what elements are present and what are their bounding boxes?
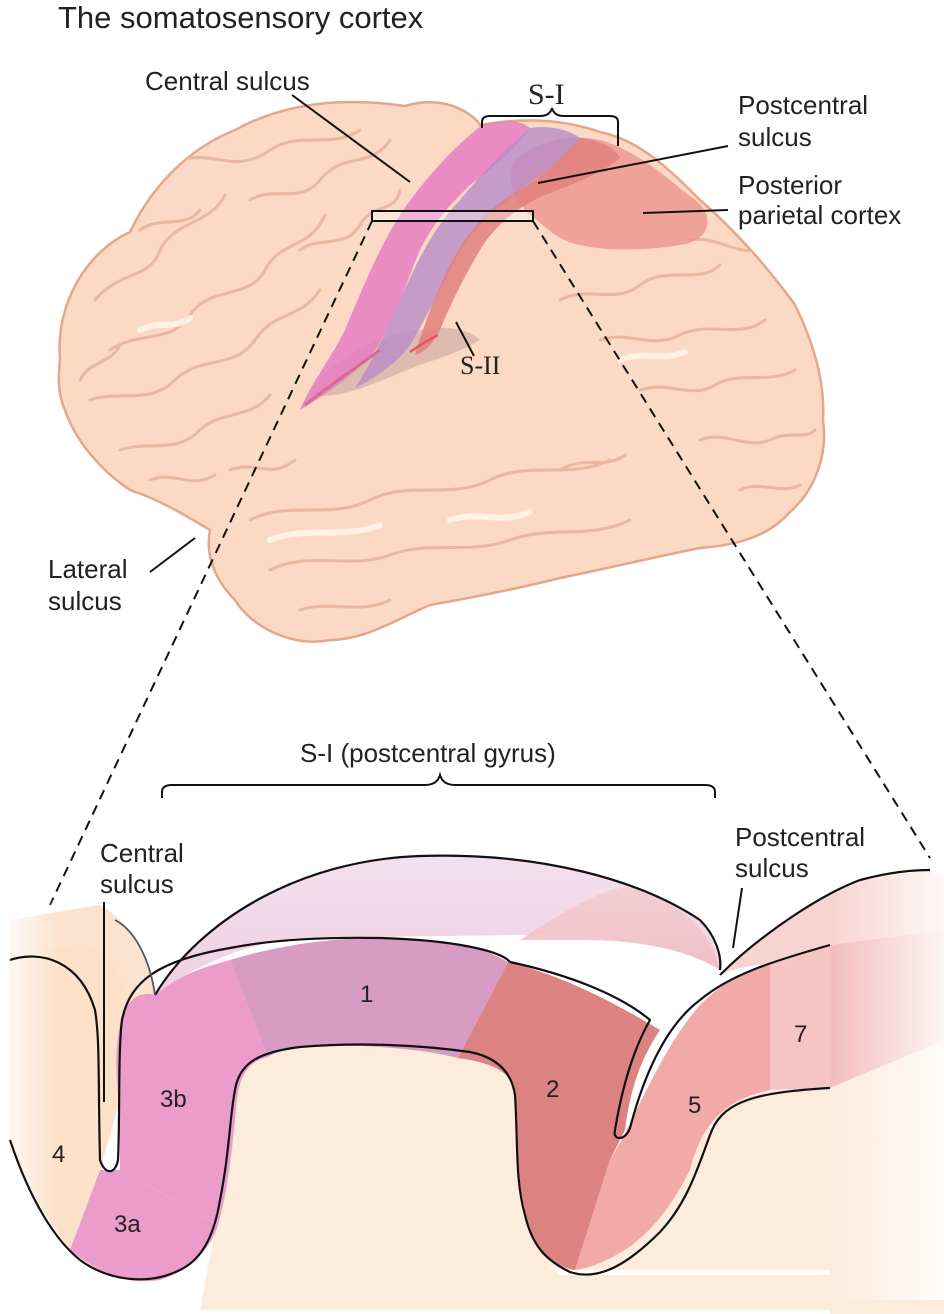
area-5-region [575, 965, 770, 1270]
posterior-parietal-label-1: Posterior [738, 170, 842, 200]
area-7-label: 7 [794, 1021, 807, 1048]
area-3a-region [70, 1170, 218, 1282]
zoom-box [371, 210, 534, 222]
s1-middle-strip [355, 127, 580, 389]
cortex-cross-section [0, 854, 944, 1314]
s2-label: S-II [460, 351, 500, 380]
s1-label: S-I [528, 78, 565, 111]
s1-posterior-strip [415, 138, 620, 355]
s2-leader [455, 321, 475, 357]
section-postcentral-sulcus-label-1: Postcentral [735, 822, 865, 852]
lateral-sulcus-label-1: Lateral [48, 554, 128, 584]
section-central-sulcus-label-1: Central [100, 838, 184, 868]
postcentral-sulcus-label-1: Postcentral [738, 90, 868, 120]
posterior-parietal-leader [642, 209, 729, 214]
section-postcentral-sulcus-leader [732, 887, 743, 949]
area-1-label: 1 [360, 981, 373, 1008]
s1-gyrus-label: S-I (postcentral gyrus) [300, 738, 556, 768]
gyri-texture [78, 128, 817, 612]
brain-lateral-view [57, 100, 826, 643]
area-3b-label: 3b [160, 1086, 187, 1113]
area-3a-label: 3a [114, 1211, 141, 1238]
area-2-region [458, 962, 660, 1270]
area-7-region [770, 945, 830, 1090]
lateral-sulcus-leader [149, 537, 196, 573]
lateral-sulcus-label-2: sulcus [48, 586, 122, 616]
area-1-region [230, 938, 508, 1058]
s1-bracket-top [481, 107, 619, 146]
section-central-sulcus-label-2: sulcus [100, 869, 174, 899]
central-sulcus-leader [291, 94, 411, 183]
posterior-parietal-label-2: parietal cortex [738, 200, 901, 230]
s2-region [310, 328, 480, 396]
s1-anterior-strip [300, 120, 530, 410]
area-4-label: 4 [52, 1141, 65, 1168]
s1-gyrus-bracket [161, 771, 716, 798]
postcentral-sulcus-leader [537, 145, 729, 184]
zoom-line-right [532, 220, 931, 859]
area-5-label: 5 [688, 1092, 701, 1119]
section-postcentral-sulcus-label-2: sulcus [735, 853, 809, 883]
central-sulcus-label: Central sulcus [145, 66, 310, 96]
diagram-title: The somatosensory cortex [58, 0, 424, 35]
area-3b-region [116, 960, 268, 1225]
area-2-label: 2 [546, 1076, 559, 1103]
postcentral-sulcus-label-2: sulcus [738, 122, 812, 152]
zoom-line-left [49, 220, 373, 906]
